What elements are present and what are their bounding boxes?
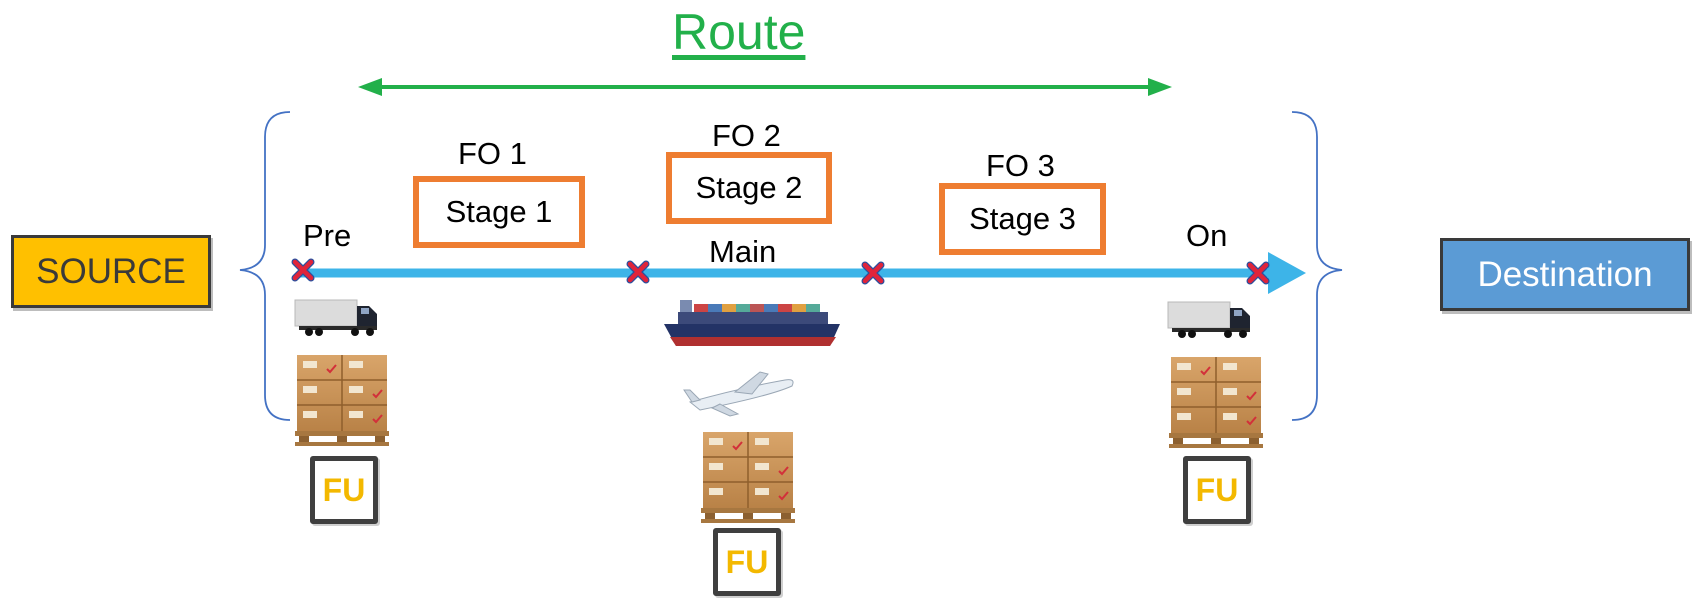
- pallet-boxes-icon: [1168, 356, 1264, 449]
- leg-label-on: On: [1186, 218, 1228, 253]
- leg-label-main: Main: [709, 234, 777, 269]
- destination-box: Destination: [1440, 238, 1690, 311]
- pallet-boxes-icon: [294, 354, 390, 447]
- airplane-icon: [683, 371, 794, 417]
- leg-label-pre: Pre: [303, 218, 352, 253]
- right-brace: [1291, 111, 1343, 421]
- source-box: SOURCE: [11, 235, 211, 308]
- stage-box-1: Stage 1: [413, 176, 585, 248]
- freight-unit-badge: FU: [1183, 456, 1251, 524]
- left-brace: [239, 111, 291, 421]
- truck-icon: [1167, 301, 1251, 339]
- truck-icon: [294, 299, 378, 337]
- route-title: Route: [672, 4, 806, 60]
- stage-box-2: Stage 2: [666, 152, 832, 224]
- freight-unit-badge: FU: [310, 456, 378, 524]
- main-transport-arrow: [300, 252, 1306, 294]
- freight-unit-badge: FU: [713, 528, 781, 596]
- fo-label-3: FO 3: [986, 148, 1055, 183]
- fo-label-2: FO 2: [712, 118, 781, 153]
- container-ship-icon: [664, 300, 840, 346]
- stage-box-3: Stage 3: [939, 183, 1106, 255]
- pallet-boxes-icon: [700, 431, 796, 524]
- fo-label-1: FO 1: [458, 136, 527, 171]
- route-arrow: [358, 78, 1172, 96]
